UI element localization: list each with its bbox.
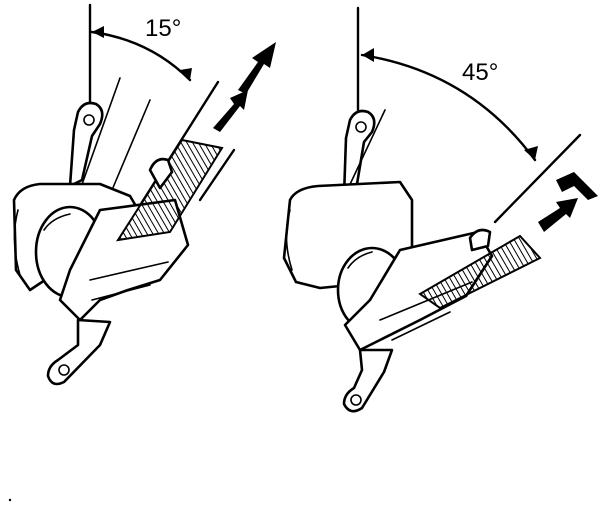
left-pull-arrows: [213, 42, 276, 132]
right-frame-line: [344, 109, 386, 196]
right-belt-webbing: [418, 234, 542, 310]
left-frame-line-1: [79, 77, 121, 191]
left-drum-highlight: [43, 213, 71, 231]
right-bracket-hole: [355, 121, 367, 133]
right-arc-arrowhead-start: [362, 48, 374, 62]
right-angle-arc: [360, 53, 537, 162]
left-belt-edge: [198, 148, 236, 202]
right-housing-detail: [285, 209, 293, 271]
right-pull-arrow-large: [556, 172, 598, 200]
left-belt-guide: [148, 157, 174, 190]
stray-dot: [8, 498, 12, 502]
left-lower-mount-tab: [46, 318, 112, 386]
right-retractor: 45°: [282, 6, 598, 413]
left-bracket-hole: [83, 114, 95, 126]
left-frame-line-2: [111, 99, 151, 191]
left-plate-rib-2: [91, 284, 151, 301]
right-arc-arrowhead-end: [524, 146, 538, 160]
right-lower-mount-tab: [342, 348, 394, 413]
right-plate-rib-2: [391, 311, 451, 341]
left-retractor: 15°: [12, 3, 276, 386]
left-angle-arc: [90, 30, 192, 82]
left-housing-detail: [13, 209, 21, 276]
right-pull-arrow-small: [538, 198, 578, 232]
left-plate-rib-1: [89, 261, 169, 281]
left-mounting-bracket: [68, 101, 104, 188]
left-arc-arrowhead-end: [180, 68, 192, 80]
right-pull-arrows: [538, 172, 598, 232]
left-angle-label: 15°: [145, 15, 181, 42]
right-angle-label: 45°: [462, 59, 498, 86]
right-mounting-bracket: [342, 109, 376, 198]
left-pull-arrow-small: [213, 90, 248, 132]
right-drum-highlight: [347, 251, 373, 269]
left-pull-arrow-large: [238, 42, 276, 94]
left-lower-mount-hole: [58, 364, 70, 376]
right-belt-guide: [468, 228, 492, 252]
right-lower-mount-hole: [350, 394, 362, 406]
left-arc-arrowhead-start: [92, 26, 104, 38]
right-belt-direction-line: [493, 133, 582, 224]
